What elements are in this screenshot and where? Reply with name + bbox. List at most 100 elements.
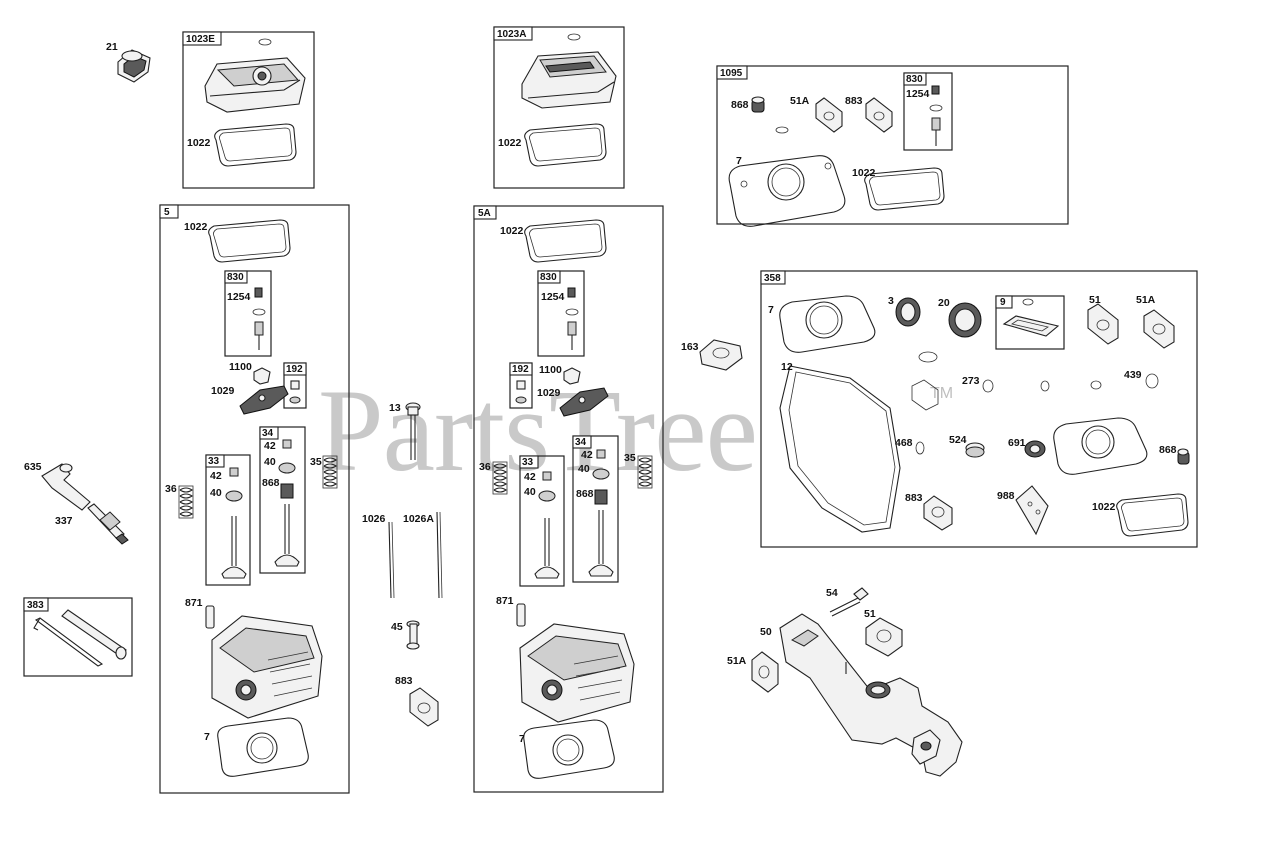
callout-1022-5A: 1022 [500,225,524,237]
part-439-358[interactable] [1145,373,1159,389]
part-9-358-gasket[interactable] [1002,298,1060,337]
part-830-1254-1095[interactable] [929,85,943,146]
part-988-358-gasket[interactable] [1015,485,1049,536]
callout-7-5: 7 [204,731,210,743]
part-1026A-pushrod[interactable] [436,511,443,599]
part-cylinder-head-5A[interactable] [519,623,635,723]
part-830-1254-5[interactable] [252,287,266,350]
part-21-breather[interactable] [117,49,151,83]
callout-40-5A: 40 [524,486,536,498]
part-50-intake-manifold[interactable] [779,613,963,777]
part-192-5A[interactable] [515,380,527,404]
part-830-1254-5A[interactable] [565,287,579,350]
part-valve-34-5[interactable] [274,439,300,567]
part-head-gasket-7-5[interactable] [217,717,309,777]
part-gasket-1022-e[interactable] [214,123,297,167]
part-273-358[interactable] [982,379,994,393]
part-383-spark-wrench[interactable] [33,609,127,667]
part-guide-871-5A[interactable] [516,603,526,627]
callout-3-358: 3 [888,295,894,307]
part-192-5[interactable] [289,380,301,404]
part-54-bolt[interactable] [829,587,869,617]
part-358-head-gasket-2[interactable] [1053,417,1148,475]
part-51A-1095[interactable] [815,97,843,133]
callout-7-5A: 7 [519,733,525,745]
part-691-358-seal[interactable] [1024,440,1046,458]
box-1023E: 1023E [182,31,315,189]
part-valve-33-5[interactable] [221,467,247,579]
part-gasket-1022-5A[interactable] [524,219,607,263]
tag-830-5A: 830 [540,272,557,283]
part-524-358-plug[interactable] [965,442,985,458]
callout-35-5A: 35 [624,452,636,464]
part-1022-358-gasket[interactable] [1116,493,1189,537]
part-rocker-arm-1029-5[interactable] [239,385,289,415]
part-883-mid-gasket[interactable] [409,687,439,727]
callout-13: 13 [389,402,401,414]
callout-524-358: 524 [949,434,967,446]
callout-883-1095: 883 [845,95,863,107]
part-spring-35-5[interactable] [322,455,338,489]
part-gasket-1022-1095[interactable] [864,167,945,211]
part-635-plug-boot[interactable] [41,463,91,511]
part-45-tappet[interactable] [406,620,420,650]
part-7-358-head-gasket[interactable] [779,295,876,353]
callout-635: 635 [24,461,42,473]
callout-54: 54 [826,587,838,599]
callout-691-358: 691 [1008,437,1026,449]
callout-883-358: 883 [905,492,923,504]
part-51-358-gasket[interactable] [1087,303,1119,345]
part-rocker-1100-5[interactable] [253,367,271,385]
part-valve-cover-1023E[interactable] [204,38,306,113]
part-3-358-seal[interactable] [895,297,921,327]
callout-1026: 1026 [362,513,386,525]
part-valve-33-5A[interactable] [534,471,560,579]
part-rocker-1100-5A[interactable] [563,367,581,385]
callout-36-5: 36 [165,483,177,495]
part-valve-34-5A[interactable] [588,449,614,577]
callout-40-34-5: 40 [264,456,276,468]
part-head-gasket-7-1095[interactable] [728,155,846,227]
box-358: 358 9 [760,270,1198,548]
part-gasket-1022-a[interactable] [524,123,607,167]
tag-5A: 5A [478,208,491,219]
part-883-1095[interactable] [865,97,893,133]
part-51A-358-gasket[interactable] [1143,309,1175,349]
part-51A-manifold-gasket[interactable] [751,651,779,693]
part-spring-35-5A[interactable] [637,455,653,489]
callout-42-5A: 42 [524,471,536,483]
part-868-1095[interactable] [751,96,789,134]
callout-1022-e: 1022 [187,137,211,149]
callout-1254-5A: 1254 [541,291,565,303]
callout-1022-5: 1022 [184,221,208,233]
box-5A: 5A 830 192 33 34 [473,205,664,793]
callout-871-5: 871 [185,597,203,609]
part-valve-cover-1023A[interactable] [521,33,617,109]
part-868-358[interactable] [1177,448,1190,465]
part-spring-36-5[interactable] [178,485,194,519]
tag-1095: 1095 [720,68,743,79]
part-358-washers[interactable] [1040,380,1102,392]
part-head-gasket-7-5A[interactable] [523,719,615,779]
callout-163: 163 [681,341,699,353]
watermark-tm: TM [930,385,953,402]
callout-1022-358: 1022 [1092,501,1116,513]
part-1026-pushrod[interactable] [388,521,395,599]
part-guide-871-5[interactable] [205,605,215,629]
part-spring-36-5A[interactable] [492,461,508,495]
part-rocker-arm-1029-5A[interactable] [559,387,609,417]
part-337-spark-plug[interactable] [87,503,129,545]
part-20-358-seal[interactable] [948,302,982,338]
part-883-358-gasket[interactable] [923,495,953,531]
part-163-gasket[interactable] [699,339,743,371]
part-12-358-crankcase-gasket[interactable] [779,365,901,533]
part-gasket-1022-5[interactable] [208,219,291,263]
part-358-small-seals[interactable] [911,351,939,411]
callout-42-34-5: 42 [264,440,276,452]
callout-1022-1095: 1022 [852,167,876,179]
part-468-358[interactable] [915,441,925,455]
callout-1029-5A: 1029 [537,387,561,399]
part-13-bolt[interactable] [405,402,421,460]
part-cylinder-head-5[interactable] [211,615,323,719]
part-51-manifold-gasket[interactable] [865,617,903,657]
